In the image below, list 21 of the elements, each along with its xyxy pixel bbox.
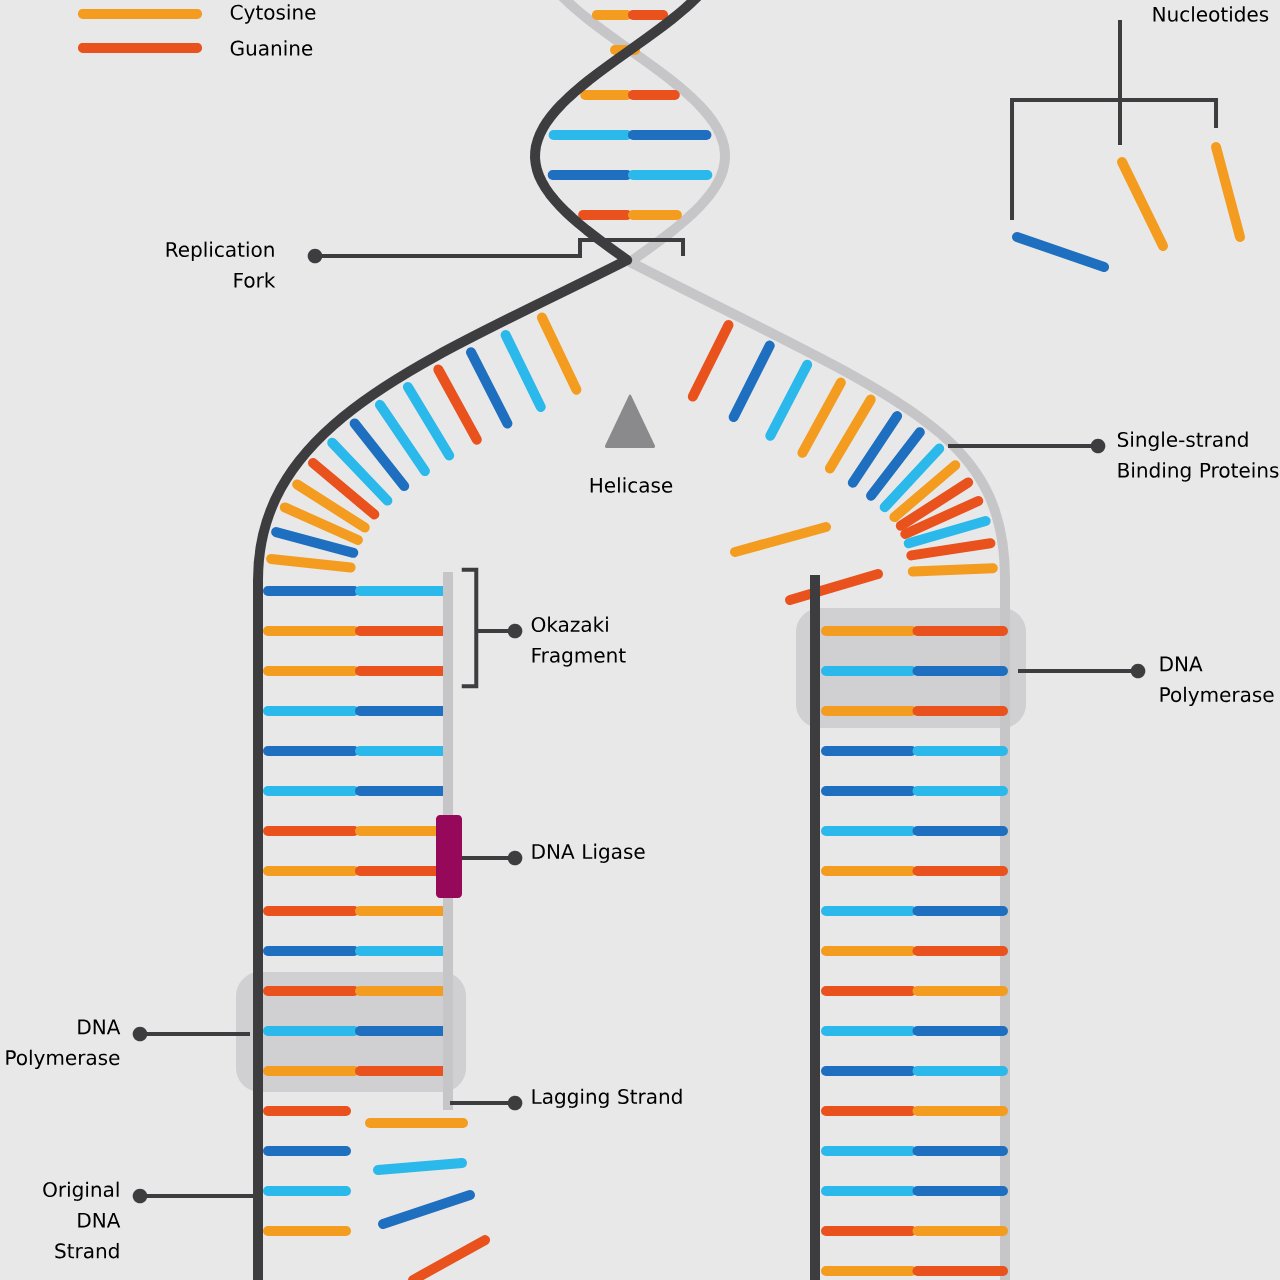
callout-label: DNA Polymerase xyxy=(1160,656,1274,706)
callout-label: Okazaki Fragment xyxy=(531,616,626,667)
legend-label: Cytosine xyxy=(230,4,316,24)
bracket xyxy=(461,567,479,689)
callout-label: Original DNA Strand xyxy=(43,1181,121,1259)
leader-line xyxy=(948,438,1106,454)
leader-line xyxy=(132,1026,250,1042)
heading-label: Nucleotides xyxy=(1153,6,1269,22)
leader-line xyxy=(307,238,685,264)
callout-label: DNA Ligase xyxy=(532,843,645,863)
callout-label: DNA Polymerase xyxy=(6,1019,121,1069)
part-label: Helicase xyxy=(590,477,673,493)
leader-line xyxy=(476,623,523,639)
legend-label: Guanine xyxy=(230,40,313,56)
leader-line xyxy=(450,1095,523,1111)
callout-label: Single-strand Binding Proteins xyxy=(1117,431,1279,482)
leader-line xyxy=(1018,663,1146,679)
leader-line xyxy=(132,1188,258,1204)
callout-label: Replication Fork xyxy=(166,241,276,288)
callout-label: Lagging Strand xyxy=(532,1088,682,1108)
leader-line xyxy=(462,850,523,866)
